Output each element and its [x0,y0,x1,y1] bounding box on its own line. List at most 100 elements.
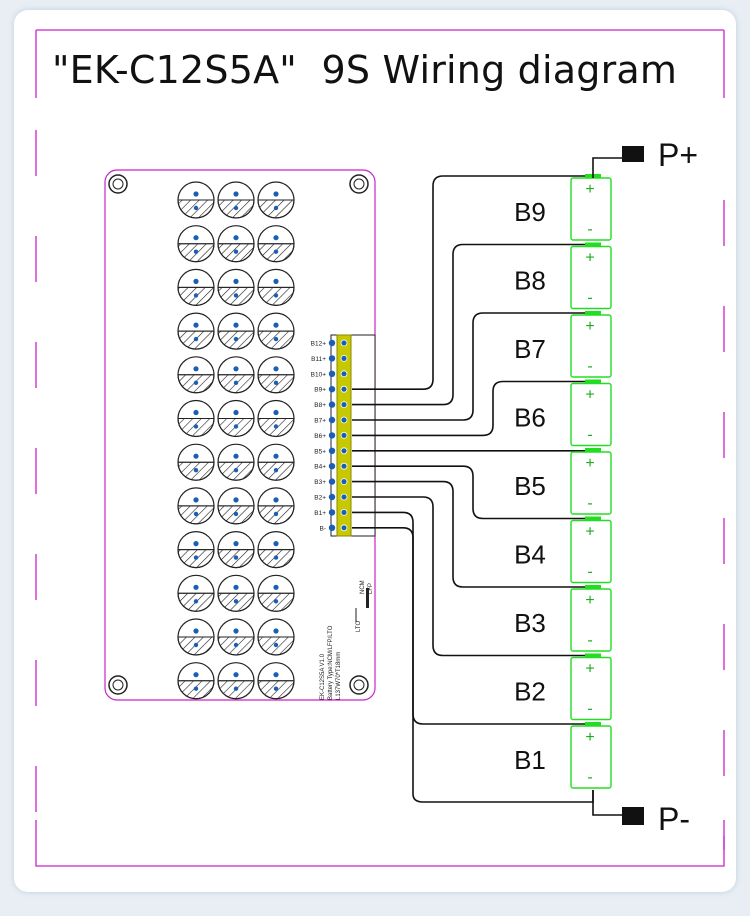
connector-pin-label: B9+ [314,387,326,394]
capacitor [217,443,255,481]
mount-hole-bl [108,675,128,695]
capacitor [217,662,255,700]
capacitor [257,268,295,306]
cell-plus-sign: + [585,729,594,746]
cell-minus-sign: - [587,495,592,512]
connector-pin-label: B11+ [311,356,326,363]
connector-pin-label: B1+ [314,510,326,517]
capacitor [257,225,295,263]
capacitor [217,574,255,612]
battery-cells: +-B9+-B8+-B7+-B6+-B5+-B4+-B3+-B2+-B1 [514,174,612,789]
capacitor [177,312,215,350]
capacitor [217,312,255,350]
terminal-positive-block [622,146,644,162]
capacitor [177,530,215,569]
switch-label-lfp: LFP [368,583,374,594]
battery-cell: +-B7 [514,311,612,378]
balance-wire [352,496,593,657]
battery-type-switch: NCM LFP LTO [355,580,374,632]
mount-hole-br [349,675,369,695]
capacitor [177,399,215,438]
connector-pin-label: B12+ [311,341,327,348]
capacitor [177,356,215,394]
cell-minus-sign: - [587,358,592,375]
balance-wires [352,175,594,803]
cell-minus-sign: - [587,769,592,786]
capacitor [257,312,295,350]
mount-hole-tr [349,174,369,194]
connector-pin: B9+ [314,385,348,394]
cell-minus-sign: - [587,427,592,444]
battery-cell: + - B6 [514,379,612,447]
board-model-line1: EK-C12S5A V1.0 [320,653,326,700]
balance-wire [352,380,593,437]
connector-pin: B12+ [311,339,348,348]
capacitor [257,487,295,525]
cell-label: B6 [514,403,546,433]
board-silkscreen: EK-C12S5A V1.0 Battery Type:NCM/LFP/LTO … [320,625,342,700]
cell-plus-sign: + [585,592,594,609]
connector-pin: B2+ [314,493,348,502]
connector-pin: B11+ [311,354,348,363]
connector-pin-label: B3+ [314,479,326,486]
balance-wire [352,465,593,520]
capacitor [257,618,295,656]
capacitor [217,399,255,438]
capacitor [217,268,255,306]
capacitor [217,356,255,394]
connector-pin: B- [320,524,348,532]
capacitor [257,181,295,219]
balance-wire [352,480,593,588]
connector-pin: B1+ [314,509,348,517]
cell-minus-sign: - [587,221,592,238]
balance-wire [352,511,593,725]
connector-pin-label: B7+ [314,418,326,425]
cell-minus-sign: - [587,701,592,718]
cell-minus-sign: - [587,290,592,307]
capacitor [177,443,215,481]
terminal-positive-label: P+ [658,137,698,173]
cell-label: B2 [514,677,546,707]
connector-pin-label: B8+ [314,402,326,409]
cell-plus-sign: + [585,455,594,472]
cell-label: B3 [514,608,546,638]
capacitor [177,574,215,612]
cell-plus-sign: + [585,524,594,541]
capacitor [257,662,295,700]
battery-cell: +-B1 [514,722,612,789]
capacitor [217,530,255,569]
cell-minus-sign: - [587,632,592,649]
battery-cell: +-B8 [514,242,612,310]
battery-cell: + - B3 [514,585,612,652]
board-model-line3: L137W70*T18mm [336,652,342,700]
connector-pin-label: B5+ [314,448,326,455]
crop-border [35,29,725,867]
terminal-negative: P- [592,790,690,837]
battery-cell: + - B5 [514,448,612,515]
page-title: "EK-C12S5A" 9S Wiring diagram [52,48,678,92]
balance-wire [352,175,593,390]
balance-wire [352,312,593,421]
capacitor [217,181,255,219]
connector-pin: B3+ [314,478,348,486]
connector-pin: B6+ [314,431,348,440]
connector-pin: B4+ [314,462,348,471]
terminal-negative-label: P- [658,801,690,837]
board-model-line2: Battery Type:NCM/LFP/LTO [328,625,334,700]
capacitor [257,399,295,438]
connector-pin: B7+ [314,416,348,425]
cell-label: B5 [514,471,546,501]
capacitor [177,181,215,219]
connector-pin-label: B10+ [311,371,327,378]
connector-pin-label: B- [320,525,327,532]
capacitor [177,662,215,700]
capacitor [217,225,255,263]
capacitor [257,530,295,569]
cell-plus-sign: + [585,387,594,404]
connector-pin: B10+ [311,370,348,378]
connector-pin-label: B2+ [314,495,326,502]
capacitor [217,487,255,525]
capacitor [177,487,215,525]
capacitor [177,225,215,263]
cell-plus-sign: + [585,250,594,267]
